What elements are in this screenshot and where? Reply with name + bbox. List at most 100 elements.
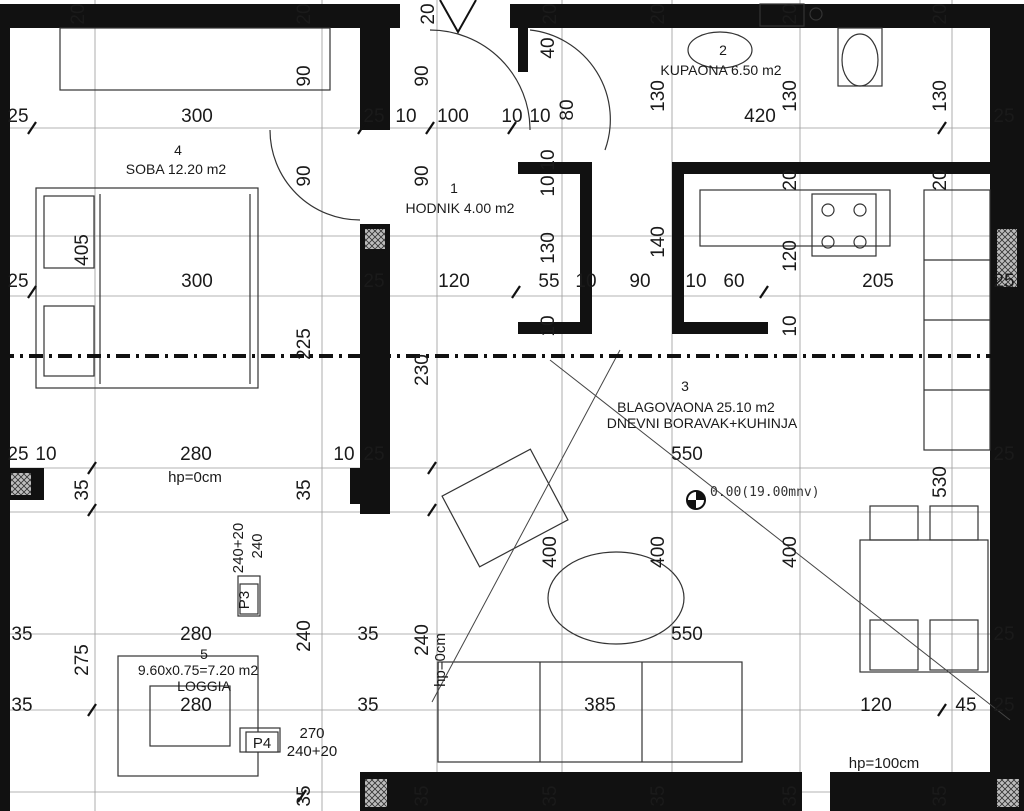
svg-text:275: 275 — [72, 644, 93, 676]
svg-text:45: 45 — [955, 695, 976, 716]
svg-text:10: 10 — [538, 149, 559, 170]
svg-text:20: 20 — [780, 3, 801, 24]
svg-text:20: 20 — [930, 169, 951, 190]
svg-text:230: 230 — [412, 354, 433, 386]
dims-vertical: 90 90 40 130 130 130 90 90 10 10 20 20 4… — [72, 37, 951, 675]
svg-text:25: 25 — [993, 271, 1014, 292]
svg-text:300: 300 — [181, 106, 213, 127]
svg-text:35: 35 — [294, 785, 315, 806]
dims-row-3: 25 10 280 10 25 550 25 — [7, 444, 1014, 465]
svg-text:550: 550 — [671, 624, 703, 645]
dims-row-1: 25 300 25 10 100 10 10 80 420 25 — [7, 99, 1014, 127]
svg-text:225: 225 — [294, 328, 315, 360]
svg-text:550: 550 — [671, 444, 703, 465]
svg-text:20: 20 — [540, 3, 561, 24]
bathroom-fixtures — [687, 3, 883, 87]
svg-text:25: 25 — [363, 444, 384, 465]
svg-text:60: 60 — [723, 271, 744, 292]
svg-text:10: 10 — [35, 444, 56, 465]
svg-text:100: 100 — [437, 106, 469, 127]
svg-text:20: 20 — [418, 3, 439, 24]
svg-text:55: 55 — [538, 271, 559, 292]
svg-text:280: 280 — [180, 444, 212, 465]
svg-text:10: 10 — [529, 106, 550, 127]
room-labels: 1 HODNIK 4.00 m2 2 KUPAONA 6.50 m2 3 BLA… — [126, 42, 798, 694]
svg-text:25: 25 — [993, 695, 1014, 716]
svg-text:20: 20 — [930, 3, 951, 24]
hp-note-loggia: hp=0cm — [168, 469, 222, 486]
svg-text:20: 20 — [648, 3, 669, 24]
level-note: 0.00(19.00mnv) — [710, 485, 820, 500]
svg-text:240: 240 — [412, 624, 433, 656]
svg-text:10: 10 — [538, 315, 559, 336]
svg-text:300: 300 — [181, 271, 213, 292]
svg-text:405: 405 — [72, 234, 93, 266]
svg-text:130: 130 — [930, 80, 951, 112]
svg-text:35: 35 — [357, 695, 378, 716]
notes: hp=0cm hp=100cm hp=0cm P3 P4 270 240+20 … — [168, 469, 919, 772]
door-swings — [269, 29, 611, 221]
svg-text:10: 10 — [395, 106, 416, 127]
p3-width: 240 — [249, 533, 266, 558]
svg-text:140: 140 — [648, 226, 669, 258]
svg-text:130: 130 — [538, 232, 559, 264]
room-4-number: 4 — [174, 142, 182, 158]
room-5-name: 9.60x0.75=7.20 m2 — [138, 662, 258, 678]
svg-text:130: 130 — [780, 80, 801, 112]
svg-text:90: 90 — [412, 65, 433, 86]
svg-text:40: 40 — [538, 37, 559, 58]
svg-text:90: 90 — [629, 271, 650, 292]
svg-text:90: 90 — [412, 165, 433, 186]
svg-text:25: 25 — [993, 444, 1014, 465]
room-5-name-2: LOGGIA — [177, 678, 231, 694]
svg-text:20: 20 — [780, 169, 801, 190]
svg-text:35: 35 — [780, 785, 801, 806]
dimension-ticks — [27, 121, 947, 803]
svg-text:120: 120 — [438, 271, 470, 292]
loggia-height: 240+20 — [287, 743, 337, 760]
svg-text:25: 25 — [363, 106, 384, 127]
room-1-name: HODNIK 4.00 m2 — [406, 200, 515, 216]
svg-text:400: 400 — [540, 536, 561, 568]
svg-text:205: 205 — [862, 271, 894, 292]
svg-text:25: 25 — [993, 106, 1014, 127]
svg-text:10: 10 — [780, 315, 801, 336]
svg-text:25: 25 — [7, 271, 28, 292]
room-1-number: 1 — [450, 180, 458, 196]
svg-text:385: 385 — [584, 695, 616, 716]
svg-text:20: 20 — [68, 3, 89, 24]
svg-text:25: 25 — [993, 624, 1014, 645]
hp-note-window: hp=100cm — [849, 755, 919, 772]
svg-text:80: 80 — [557, 99, 578, 120]
svg-text:10: 10 — [333, 444, 354, 465]
svg-text:130: 130 — [648, 80, 669, 112]
svg-text:35: 35 — [412, 785, 433, 806]
room-2-number: 2 — [719, 42, 727, 58]
hp-note-vertical: hp=0cm — [432, 633, 449, 687]
dims-bottom: 35 35 35 35 35 35 — [294, 785, 951, 806]
svg-text:35: 35 — [11, 695, 32, 716]
dims-row-5: 35 280 35 385 120 45 25 — [11, 695, 1014, 716]
living-furniture — [431, 349, 1011, 763]
room-3-number: 3 — [681, 378, 689, 394]
svg-text:90: 90 — [294, 165, 315, 186]
entry-arrow-icon — [439, 0, 477, 35]
svg-text:400: 400 — [648, 536, 669, 568]
dims-row-2: 25 300 25 120 55 10 90 10 60 205 25 — [7, 271, 1014, 292]
tag-p4: P4 — [253, 735, 271, 752]
tag-p3: P3 — [236, 591, 253, 609]
loggia-width: 270 — [299, 725, 324, 742]
loggia-furniture — [117, 575, 281, 777]
room-4-name: SOBA 12.20 m2 — [126, 161, 227, 177]
svg-text:240: 240 — [294, 620, 315, 652]
svg-text:35: 35 — [357, 624, 378, 645]
svg-text:120: 120 — [780, 240, 801, 272]
svg-text:35: 35 — [648, 785, 669, 806]
svg-text:35: 35 — [930, 785, 951, 806]
wardrobe — [59, 27, 331, 91]
svg-text:35: 35 — [294, 479, 315, 500]
bed — [35, 187, 259, 389]
svg-text:420: 420 — [744, 106, 776, 127]
